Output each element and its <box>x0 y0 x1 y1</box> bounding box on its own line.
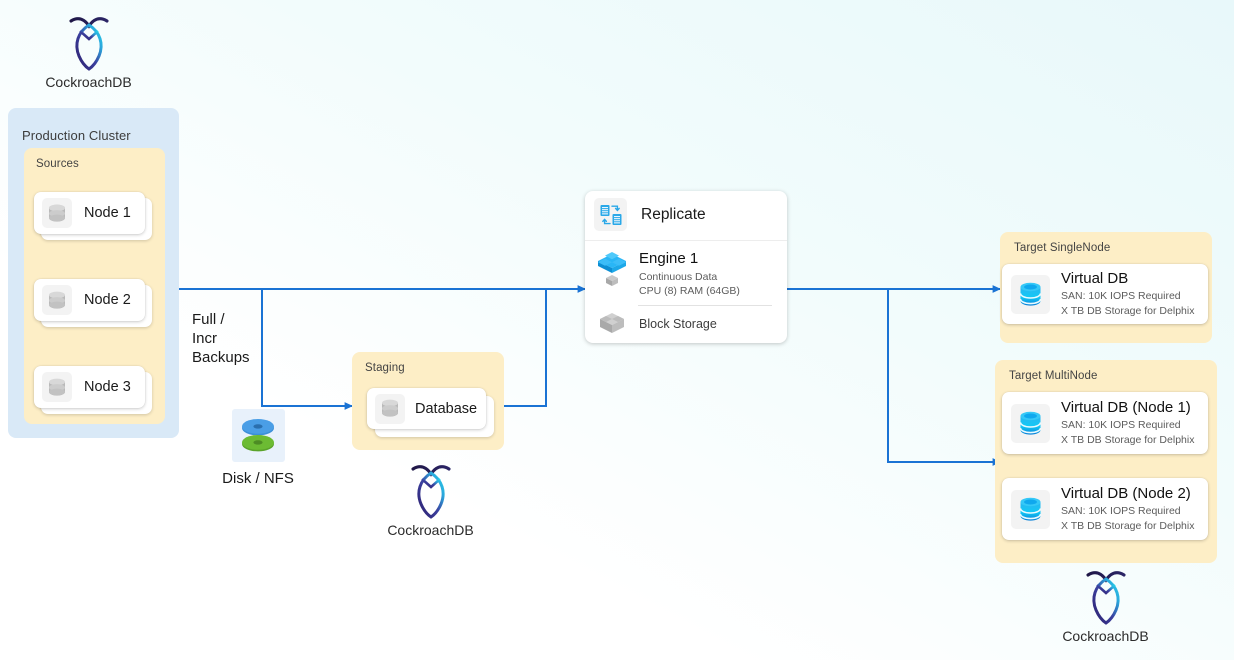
backup-label-line-1: Full / <box>192 311 225 328</box>
virtual-db-icon <box>1011 489 1050 529</box>
node-card-2[interactable]: Node 2 <box>34 279 145 321</box>
disk-stack-icon <box>231 409 285 462</box>
sources-title: Sources <box>36 158 79 170</box>
backup-label-line-3: Backups <box>192 349 250 367</box>
staging-database-card[interactable]: Database <box>367 388 486 429</box>
node-card-3[interactable]: Node 3 <box>34 366 145 408</box>
engine-sub-1: Continuous Data <box>639 271 718 284</box>
disk-nfs-label: Disk / NFS <box>222 470 294 487</box>
database-icon <box>375 393 405 424</box>
virtual-db-sub-2: X TB DB Storage for Delphix <box>1061 433 1195 446</box>
node-card-1[interactable]: Node 1 <box>34 192 145 234</box>
virtual-db-icon <box>1011 403 1050 443</box>
cockroachdb-logo-label: CockroachDB <box>45 74 132 90</box>
engine-cubes-icon <box>594 250 630 294</box>
virtual-db-title: Virtual DB (Node 1) <box>1061 399 1191 417</box>
database-icon <box>42 198 72 228</box>
replicate-icon <box>594 198 627 231</box>
cockroachdb-mark-icon <box>1085 571 1126 625</box>
engine-title: Engine 1 <box>639 250 699 267</box>
virtual-db-title: Virtual DB (Node 2) <box>1061 485 1191 503</box>
node-card-label: Node 3 <box>84 379 131 395</box>
block-storage-label: Block Storage <box>639 317 717 331</box>
database-icon <box>42 285 72 315</box>
virtual-db-sub-2: X TB DB Storage for Delphix <box>1061 519 1195 532</box>
node-card-label: Node 2 <box>84 292 131 308</box>
block-storage-row[interactable]: Block Storage <box>594 310 784 338</box>
engine-sub-2: CPU (8) RAM (64GB) <box>639 285 740 298</box>
virtual-db-sub-1: SAN: 10K IOPS Required <box>1061 290 1181 303</box>
production-cluster-title: Production Cluster <box>22 128 131 143</box>
target-multinode-title: Target MultiNode <box>1009 370 1098 382</box>
backup-label: Full / Incr Backups <box>192 310 250 368</box>
block-storage-divider <box>638 305 772 306</box>
replicate-label: Replicate <box>641 205 706 223</box>
virtual-db-card-node2[interactable]: Virtual DB (Node 2) SAN: 10K IOPS Requir… <box>1002 478 1208 540</box>
staging-database-label: Database <box>415 400 478 417</box>
cockroachdb-logo-target: CockroachDB <box>1053 568 1158 644</box>
virtual-db-card-node1[interactable]: Virtual DB (Node 1) SAN: 10K IOPS Requir… <box>1002 392 1208 454</box>
disk-nfs-block: Disk / NFS <box>220 409 296 488</box>
staging-title: Staging <box>365 362 405 374</box>
virtual-db-sub-1: SAN: 10K IOPS Required <box>1061 419 1181 432</box>
cockroachdb-logo-label: CockroachDB <box>387 522 474 538</box>
cockroachdb-logo-staging: CockroachDB <box>378 462 483 538</box>
cockroachdb-mark-icon <box>68 17 109 71</box>
target-singlenode-title: Target SingleNode <box>1014 242 1111 254</box>
engine-row[interactable]: Engine 1 Continuous Data CPU (8) RAM (64… <box>594 250 784 299</box>
backup-label-line-2: Incr <box>192 330 218 348</box>
cockroachdb-logo-label: CockroachDB <box>1062 628 1149 644</box>
node-card-label: Node 1 <box>84 205 131 221</box>
replicate-row[interactable]: Replicate <box>585 191 787 238</box>
block-storage-icon <box>594 310 630 338</box>
cockroachdb-logo-top: CockroachDB <box>36 14 141 90</box>
virtual-db-title: Virtual DB <box>1061 270 1129 288</box>
virtual-db-card-single[interactable]: Virtual DB SAN: 10K IOPS Required X TB D… <box>1002 264 1208 324</box>
database-icon <box>42 372 72 402</box>
panel-divider <box>585 240 787 241</box>
virtual-db-sub-2: X TB DB Storage for Delphix <box>1061 304 1195 317</box>
virtual-db-sub-1: SAN: 10K IOPS Required <box>1061 505 1181 518</box>
virtual-db-icon <box>1011 274 1050 314</box>
cockroachdb-mark-icon <box>410 465 451 519</box>
